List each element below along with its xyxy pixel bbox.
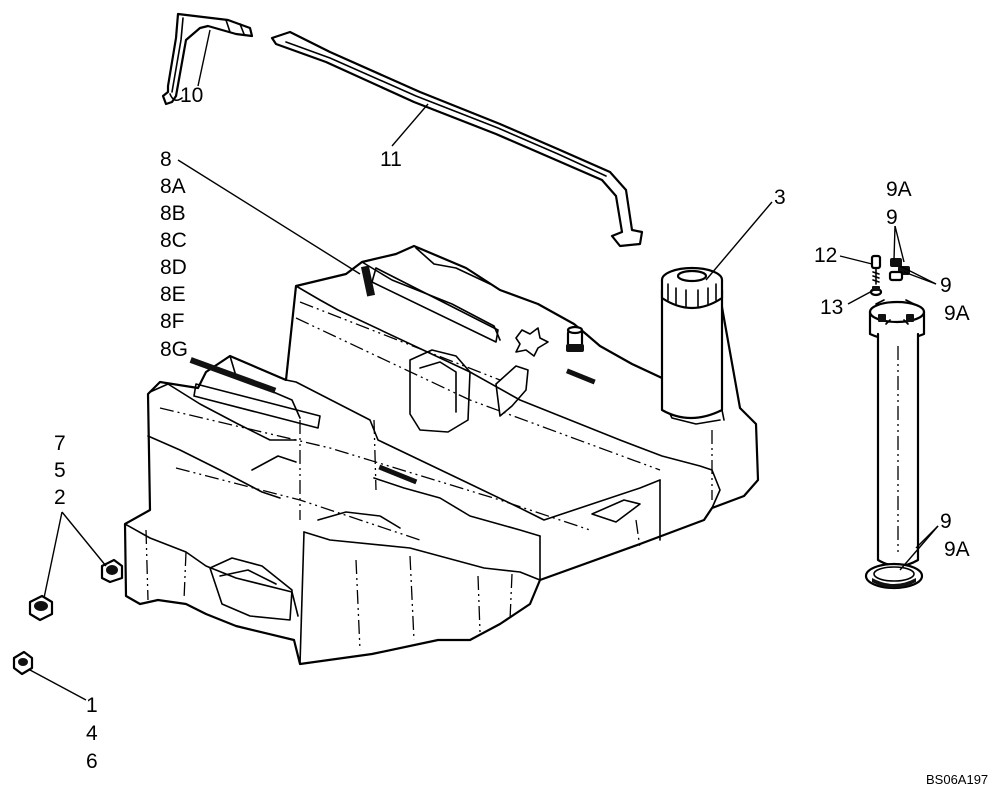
callout-sender-top-1: 9	[886, 206, 898, 229]
callout-tank-3: 8C	[160, 229, 187, 252]
callout-tank-2: 8B	[160, 202, 186, 225]
small-tank-strap	[161, 12, 254, 106]
filler-neck	[660, 266, 724, 420]
callout-tank-5: 8E	[160, 283, 186, 306]
callout-tank-0: 8	[160, 148, 172, 171]
long-tank-strap	[270, 30, 644, 248]
callout-sender-top-0: 9A	[886, 178, 912, 201]
callout-tank-7: 8G	[160, 338, 188, 361]
fuel-level-sender	[864, 299, 926, 590]
callout-tank-1: 8A	[160, 175, 186, 198]
callout-sender-bottom-1: 9A	[944, 538, 970, 561]
callout-mount-lower-0: 1	[86, 694, 98, 717]
callout-tank-4: 8D	[160, 256, 187, 279]
callout-11: 11	[380, 148, 402, 171]
callout-9-right: 9	[940, 274, 952, 297]
callout-mount-upper-0: 7	[54, 432, 66, 455]
mount-bushing-lower	[12, 650, 34, 676]
callout-12: 12	[814, 244, 837, 267]
callout-13: 13	[820, 296, 843, 319]
callout-9a-right: 9A	[944, 302, 970, 325]
fuel-tank	[123, 244, 760, 666]
callout-mount-lower-2: 6	[86, 750, 98, 773]
reference-code: BS06A197	[926, 772, 988, 787]
callout-tank-6: 8F	[160, 310, 185, 333]
mount-bushing-left	[28, 594, 54, 622]
screw	[870, 254, 882, 285]
callout-mount-lower-1: 4	[86, 722, 98, 745]
leader-lines	[29, 29, 939, 701]
callout-mount-upper-2: 2	[54, 486, 66, 509]
callout-mount-upper-1: 5	[54, 459, 66, 482]
mount-bushing-right	[100, 558, 124, 584]
callout-10: 10	[180, 84, 203, 107]
callout-3: 3	[774, 186, 786, 209]
callout-sender-bottom-0: 9	[940, 510, 952, 533]
